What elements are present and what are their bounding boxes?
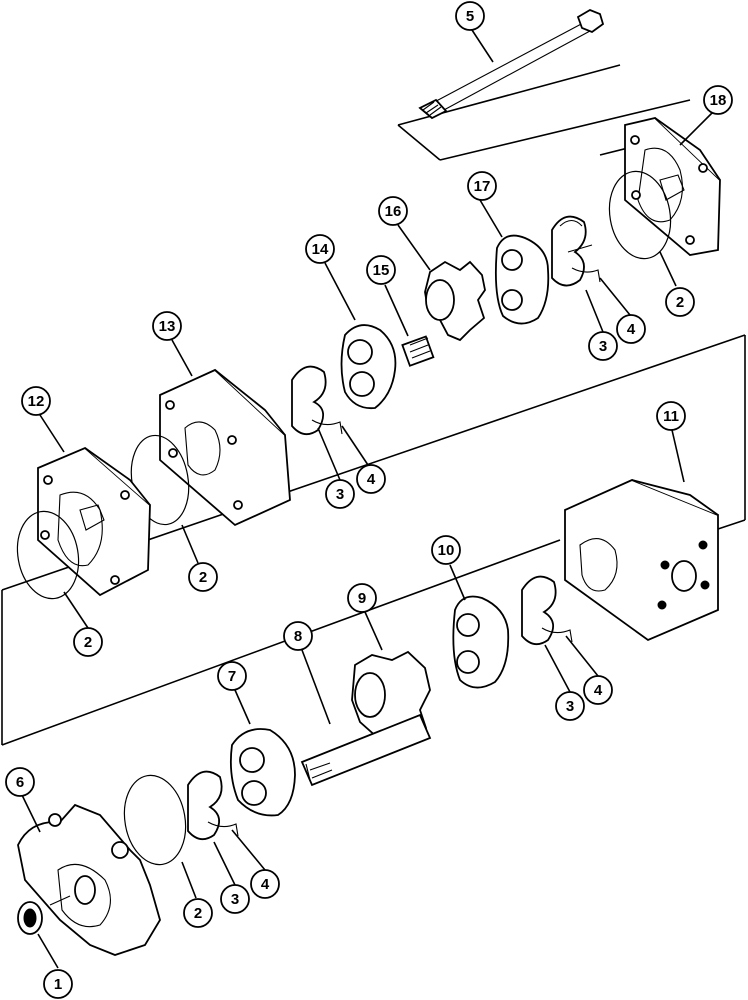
callout-3-label: 3 [566,698,574,715]
callout-8-label: 8 [294,628,302,645]
callout-17: 17 [467,171,497,201]
callout-3-label: 3 [599,338,607,355]
callout-11: 11 [656,401,686,431]
callout-10-label: 10 [438,542,455,559]
callout-4: 4 [356,464,386,494]
callout-16-label: 16 [385,203,402,220]
front-body [564,479,719,642]
callout-12: 12 [21,386,51,416]
callout-18: 18 [703,85,733,115]
bearing-plate-front-rear-stage [340,324,397,410]
callout-15-label: 15 [373,262,390,279]
drive-gear-rear [401,260,486,367]
callout-4-label: 4 [594,682,603,699]
callout-6-label: 6 [16,774,24,791]
seal-set-middle [291,365,343,436]
callout-3-label: 3 [336,486,344,503]
rear-cover [608,117,721,260]
shaft-seal [17,901,43,935]
callout-16: 16 [378,196,408,226]
callout-14-label: 14 [312,241,329,258]
callout-17-label: 17 [474,178,491,195]
callout-12-label: 12 [28,393,45,410]
callout-7: 7 [217,661,247,691]
seal-set-rear [551,215,601,287]
callout-2: 2 [665,287,695,317]
drive-shaft-and-gear [300,650,432,787]
callout-1-label: 1 [54,976,62,993]
callout-3: 3 [588,331,618,361]
mounting-flange [17,803,161,956]
callout-2-label: 2 [84,634,92,651]
callout-5-label: 5 [466,8,474,25]
callout-2: 2 [188,562,218,592]
callout-4: 4 [616,314,646,344]
callout-3: 3 [325,479,355,509]
bearing-block-front [452,595,510,689]
callout-4: 4 [583,675,613,705]
bearing-plate-front [229,728,296,817]
callout-14: 14 [305,234,335,264]
callout-10: 10 [431,535,461,565]
middle-body [130,368,291,527]
callout-5: 5 [455,1,485,31]
callout-4-label: 4 [261,876,270,893]
callout-9: 9 [347,583,377,613]
seal-set-front-right [521,575,573,646]
end-cover [16,446,151,600]
callout-9-label: 9 [358,590,366,607]
callout-4: 4 [250,869,280,899]
callout-18-label: 18 [710,92,727,109]
callout-6: 6 [5,767,35,797]
leader-lines [21,29,713,969]
callout-2: 2 [183,898,213,928]
callout-13: 13 [152,311,182,341]
callout-4-label: 4 [627,321,636,338]
callout-11-label: 11 [663,408,679,425]
callout-15: 15 [366,255,396,285]
callout-3-label: 3 [231,891,239,908]
callout-2-label: 2 [199,569,207,586]
seal-set-front-left [123,770,239,866]
callout-8: 8 [283,621,313,651]
callout-1: 1 [43,969,73,999]
callout-2-label: 2 [676,294,684,311]
callout-2: 2 [73,627,103,657]
callout-3: 3 [220,884,250,914]
callout-13-label: 13 [159,318,176,335]
callout-3: 3 [555,691,585,721]
through-bolt [418,9,605,120]
bearing-block-rear [494,234,550,325]
callout-4-label: 4 [367,471,376,488]
callout-2-label: 2 [194,905,202,922]
callout-7-label: 7 [228,668,236,685]
